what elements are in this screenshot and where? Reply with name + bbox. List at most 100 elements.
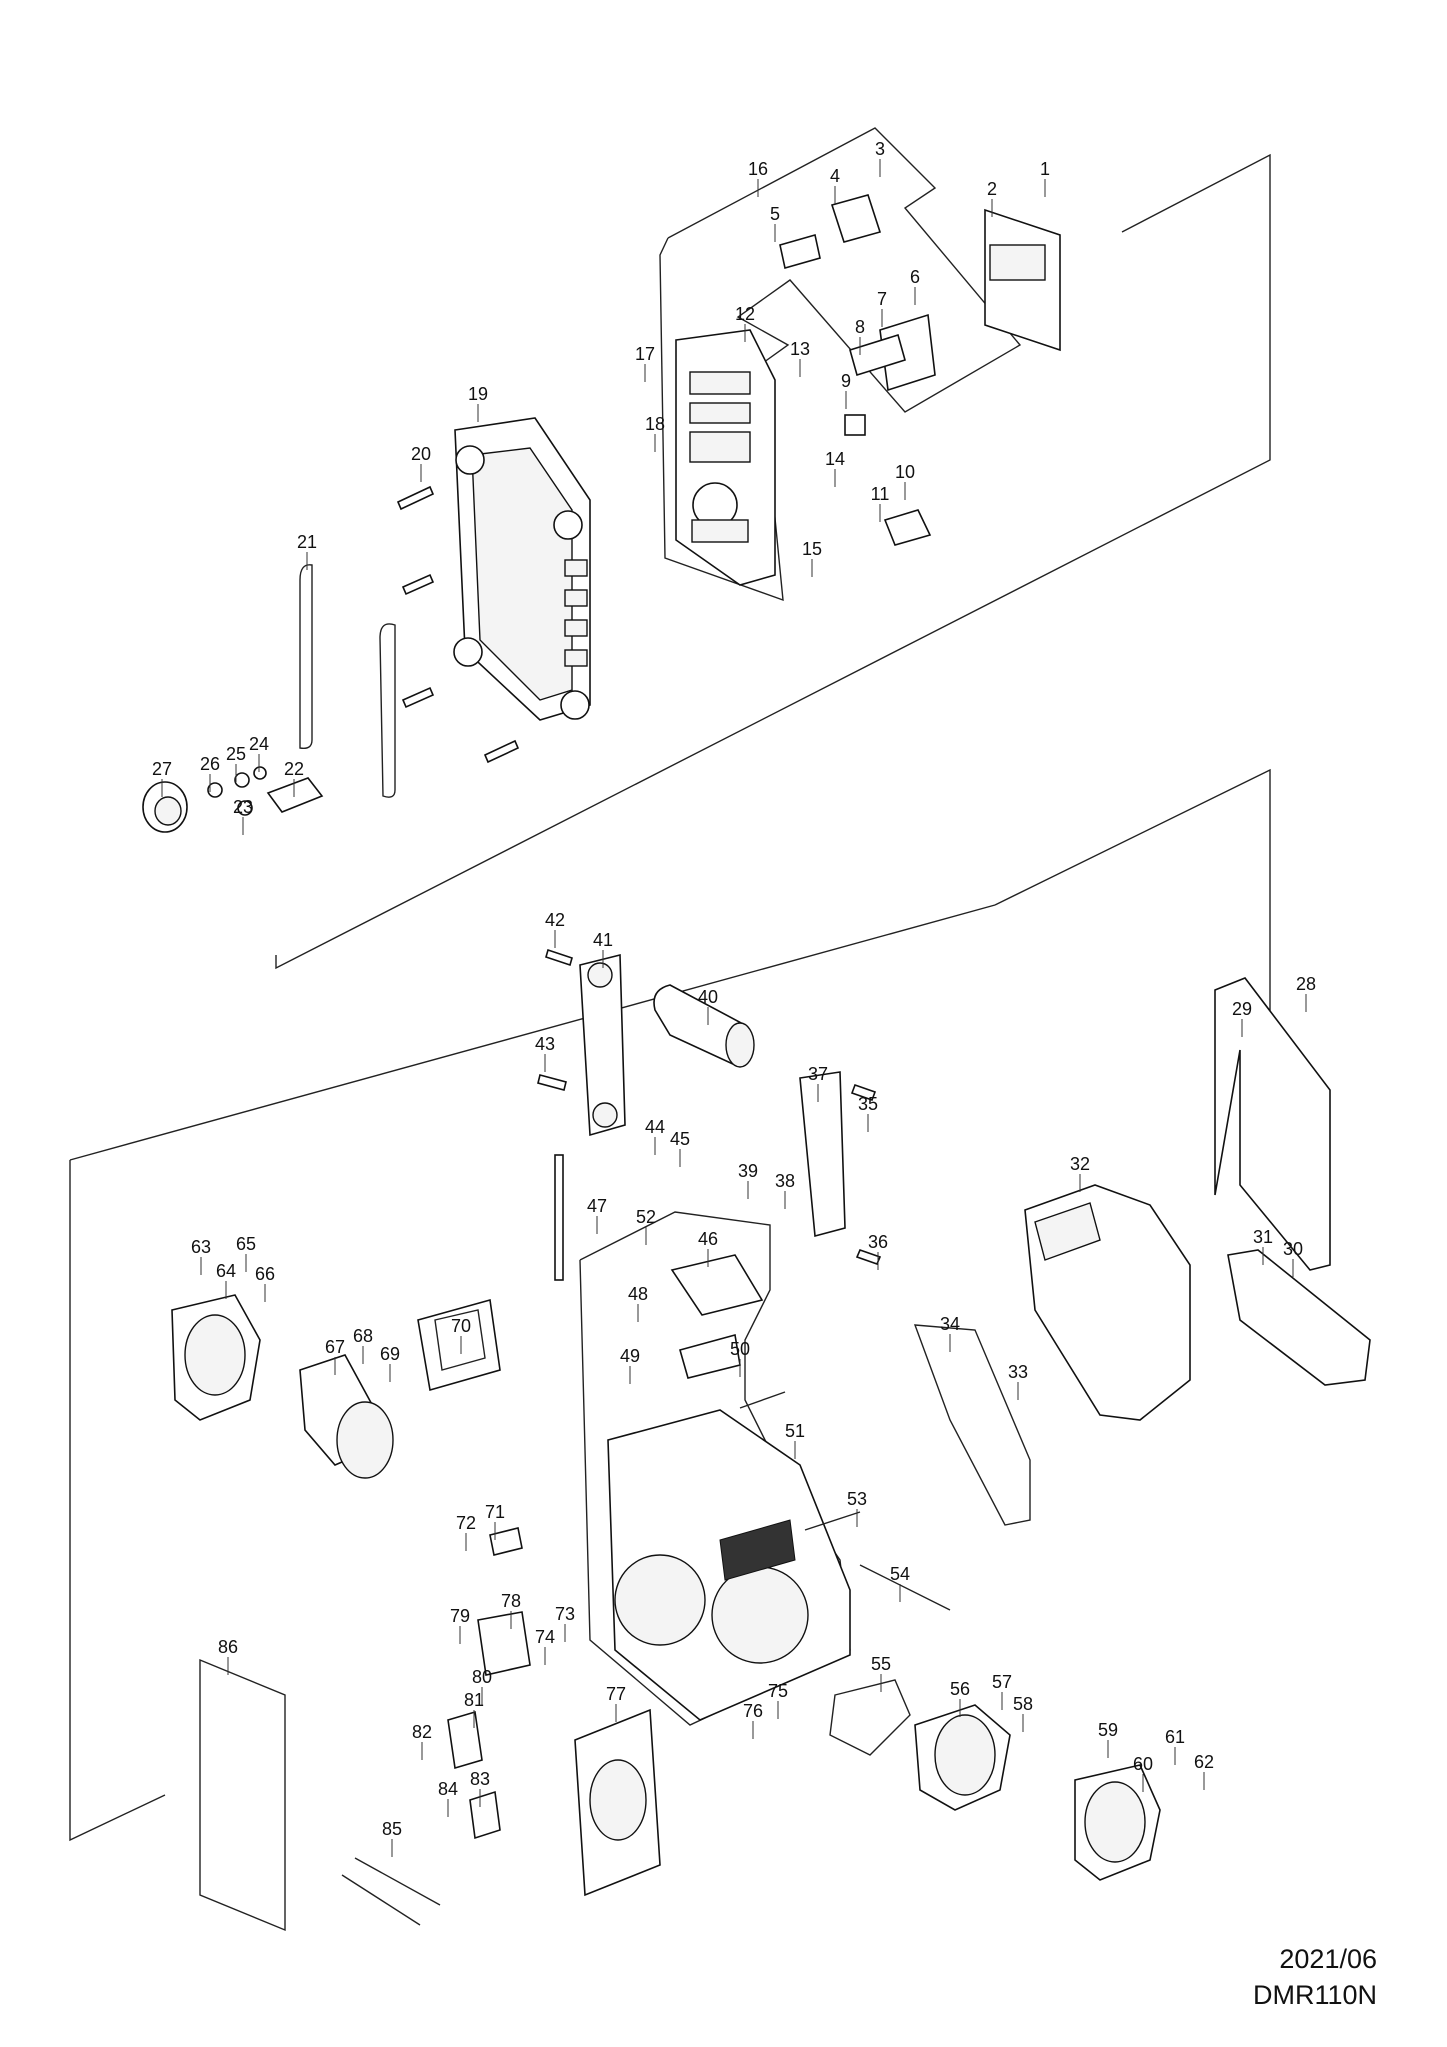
part-85-cable-ties <box>341 1857 441 1926</box>
part-label-17: 17 <box>635 344 655 364</box>
part-20-screws <box>396 485 520 764</box>
part-60-speaker-ring <box>1074 1764 1161 1881</box>
part-label-42: 42 <box>545 910 565 930</box>
part-label-61: 61 <box>1165 1727 1185 1747</box>
part-label-71: 71 <box>485 1502 505 1522</box>
part-label-35: 35 <box>858 1094 878 1114</box>
part-label-55: 55 <box>871 1654 891 1674</box>
part-label-9: 9 <box>841 371 851 391</box>
part-label-14: 14 <box>825 449 845 469</box>
part-label-26: 26 <box>200 754 220 774</box>
part-label-66: 66 <box>255 1264 275 1284</box>
part-47-antenna <box>554 1154 564 1281</box>
part-78-board <box>477 1611 531 1676</box>
part-label-70: 70 <box>451 1316 471 1336</box>
part-label-78: 78 <box>501 1591 521 1611</box>
part-label-74: 74 <box>535 1627 555 1647</box>
part-label-60: 60 <box>1133 1754 1153 1774</box>
parts-9-11-small-boards <box>844 414 932 546</box>
part-label-57: 57 <box>992 1672 1012 1692</box>
part-label-47: 47 <box>587 1196 607 1216</box>
part-label-8: 8 <box>855 317 865 337</box>
revision-date: 2021/06 <box>1279 1944 1377 1974</box>
part-label-86: 86 <box>218 1637 238 1657</box>
part-52-main-housing <box>607 1409 851 1721</box>
parts-51-54-rods <box>739 1391 951 1611</box>
model-number: DMR110N <box>1252 1980 1377 2010</box>
part-label-24: 24 <box>249 734 269 754</box>
part-label-45: 45 <box>670 1129 690 1149</box>
part-label-31: 31 <box>1253 1227 1273 1247</box>
part-77-plate <box>574 1708 661 1897</box>
part-label-25: 25 <box>226 744 246 764</box>
part-label-53: 53 <box>847 1489 867 1509</box>
part-label-36: 36 <box>868 1232 888 1252</box>
part-label-39: 39 <box>738 1161 758 1181</box>
part-16-front-panel <box>675 329 776 586</box>
part-label-21: 21 <box>297 532 317 552</box>
part-65-speaker-ring <box>171 1294 261 1421</box>
part-21-handles <box>299 564 396 798</box>
part-label-56: 56 <box>950 1679 970 1699</box>
part-label-84: 84 <box>438 1779 458 1799</box>
part-71-board <box>489 1527 523 1556</box>
part-label-1: 1 <box>1040 159 1050 179</box>
part-70-gasket <box>417 1298 501 1392</box>
part-55-gasket <box>829 1679 911 1756</box>
part-2-circuit-board <box>984 208 1061 352</box>
part-label-18: 18 <box>645 414 665 434</box>
part-label-44: 44 <box>645 1117 665 1137</box>
part-label-12: 12 <box>735 304 755 324</box>
part-label-72: 72 <box>456 1513 476 1533</box>
part-67-speaker <box>299 1354 394 1479</box>
part-40-roller <box>653 984 755 1068</box>
part-label-32: 32 <box>1070 1154 1090 1174</box>
part-label-59: 59 <box>1098 1720 1118 1740</box>
part-label-3: 3 <box>875 139 885 159</box>
part-19-front-frame <box>453 417 591 721</box>
part-label-64: 64 <box>216 1261 236 1281</box>
part-56-speaker <box>914 1704 1011 1811</box>
part-label-46: 46 <box>698 1229 718 1249</box>
part-label-2: 2 <box>987 179 997 199</box>
part-label-48: 48 <box>628 1284 648 1304</box>
part-46-battery-cover <box>670 1254 764 1316</box>
part-22-27-knob-assembly <box>142 766 324 833</box>
part-label-23: 23 <box>233 797 253 817</box>
part-number-labels: 1234567891011121314151617181920212223242… <box>152 139 1316 1857</box>
part-32-rear-housing <box>1024 1184 1191 1421</box>
part-label-76: 76 <box>743 1701 763 1721</box>
part-label-73: 73 <box>555 1604 575 1624</box>
part-label-28: 28 <box>1296 974 1316 994</box>
part-label-80: 80 <box>472 1667 492 1687</box>
part-label-4: 4 <box>830 166 840 186</box>
part-label-51: 51 <box>785 1421 805 1441</box>
part-label-79: 79 <box>450 1606 470 1626</box>
part-34-gasket <box>913 1324 1031 1526</box>
part-label-19: 19 <box>468 384 488 404</box>
part-label-68: 68 <box>353 1326 373 1346</box>
part-label-38: 38 <box>775 1171 795 1191</box>
part-label-16: 16 <box>748 159 768 179</box>
part-label-5: 5 <box>770 204 780 224</box>
part-41-side-bar <box>579 953 626 1137</box>
part-label-75: 75 <box>768 1681 788 1701</box>
part-label-34: 34 <box>940 1314 960 1334</box>
part-label-37: 37 <box>808 1064 828 1084</box>
part-label-29: 29 <box>1232 999 1252 1019</box>
parts-4-8-button-strips <box>779 194 936 392</box>
part-label-58: 58 <box>1013 1694 1033 1714</box>
part-label-13: 13 <box>790 339 810 359</box>
part-label-63: 63 <box>191 1237 211 1257</box>
part-label-6: 6 <box>910 267 920 287</box>
part-label-27: 27 <box>152 759 172 779</box>
part-label-7: 7 <box>877 289 887 309</box>
part-label-33: 33 <box>1008 1362 1028 1382</box>
part-label-11: 11 <box>871 484 890 504</box>
part-86-panel <box>199 1658 286 1932</box>
part-label-15: 15 <box>802 539 822 559</box>
part-label-20: 20 <box>411 444 431 464</box>
part-label-54: 54 <box>890 1564 910 1584</box>
part-label-30: 30 <box>1283 1239 1303 1259</box>
